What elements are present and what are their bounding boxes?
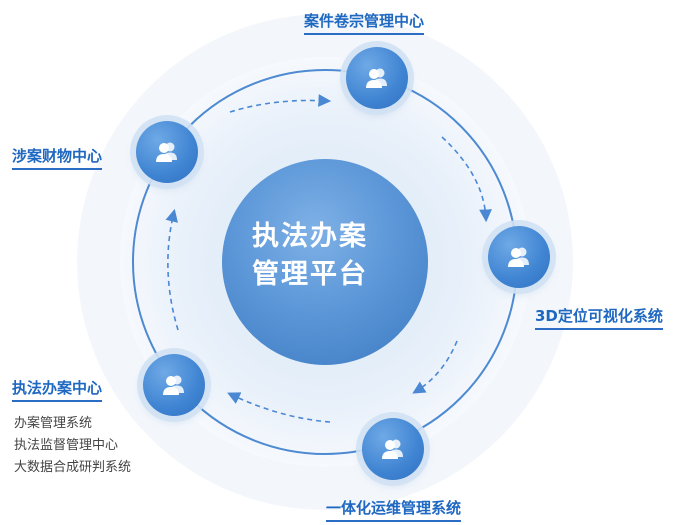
node-law-enforcement-center[interactable] — [143, 354, 205, 416]
flow-arrow-lower-left — [227, 392, 331, 423]
users-icon — [382, 439, 403, 459]
center-circle — [222, 159, 428, 365]
node-label-ops-management[interactable]: 一体化运维管理系统 — [326, 497, 462, 522]
flow-arrow-top — [229, 94, 332, 113]
center-title: 执法办案 管理平台 — [230, 218, 390, 294]
node-case-files[interactable] — [346, 47, 408, 109]
node-3d-positioning[interactable] — [488, 226, 550, 288]
flow-arrow-left — [165, 208, 179, 331]
users-icon — [163, 375, 184, 395]
flow-arrow-right — [441, 136, 492, 223]
node-label-3d-positioning[interactable]: 3D定位可视化系统 — [535, 305, 663, 330]
center-title-line1: 执法办案 — [252, 221, 368, 252]
law-enforcement-subsystems: 办案管理系统 执法监督管理中心 大数据合成研判系统 — [14, 413, 131, 479]
subsystem-item: 大数据合成研判系统 — [14, 460, 132, 475]
subsystem-item: 办案管理系统 — [14, 416, 93, 431]
users-icon — [156, 142, 177, 162]
center-title-line2: 管理平台 — [252, 259, 368, 290]
node-label-property-center[interactable]: 涉案财物中心 — [12, 145, 103, 170]
users-icon — [366, 68, 387, 88]
node-property-center[interactable] — [136, 121, 198, 183]
node-label-case-files[interactable]: 案件卷宗管理中心 — [304, 10, 425, 35]
node-label-law-enforcement-center[interactable]: 执法办案中心 — [12, 377, 103, 402]
node-ops-management[interactable] — [362, 418, 424, 480]
subsystem-item: 执法监督管理中心 — [14, 438, 119, 453]
users-icon — [508, 247, 529, 267]
